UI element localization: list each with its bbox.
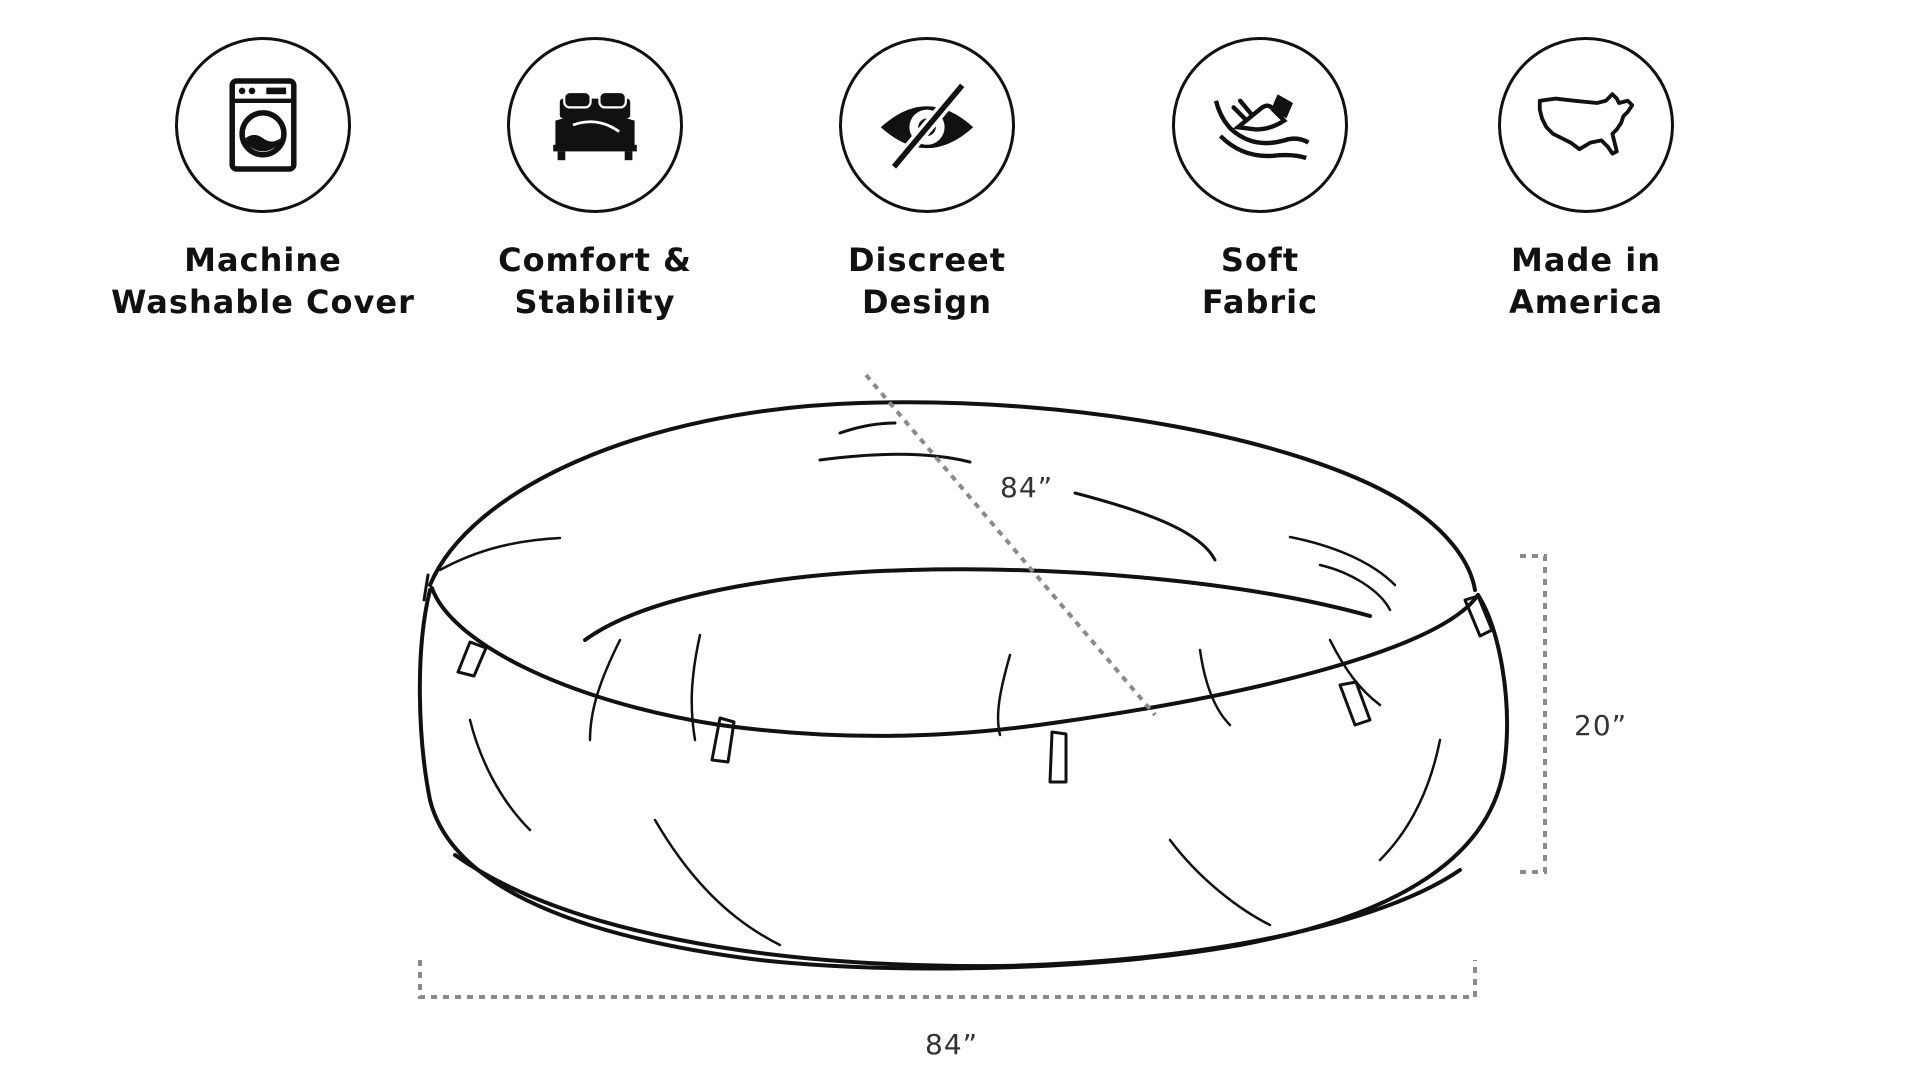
feature-machine-washable: Machine Washable Cover (103, 37, 423, 323)
eye-slash-icon (839, 37, 1015, 213)
feature-label-line2: Stability (514, 283, 676, 321)
feature-label-line1: Machine (184, 241, 342, 279)
feature-label: Made in America (1426, 239, 1746, 323)
feature-label: Machine Washable Cover (103, 239, 423, 323)
feature-label-line1: Made in (1511, 241, 1661, 279)
washing-machine-icon (175, 37, 351, 213)
product-dimension-diagram: 84” 20” 84” (417, 373, 1627, 1061)
height-dimension-line (1520, 554, 1547, 874)
feature-soft-fabric: Soft Fabric (1100, 37, 1420, 323)
feature-label-line1: Soft (1220, 241, 1300, 279)
feature-label-line1: Comfort & (498, 241, 692, 279)
feature-comfort-stability: Comfort & Stability (435, 37, 755, 323)
feature-made-in-america: Made in America (1426, 37, 1746, 323)
hand-fabric-icon (1172, 37, 1348, 213)
feature-label: Discreet Design (767, 239, 1087, 323)
feature-discreet-design: Discreet Design (767, 37, 1087, 323)
bean-bag-illustration (417, 400, 1509, 971)
bed-icon (507, 37, 683, 213)
dimension-lines (418, 373, 1547, 999)
width-dimension-line (418, 960, 1477, 999)
diagonal-dimension-line (864, 373, 1157, 717)
feature-label: Comfort & Stability (435, 239, 755, 323)
feature-label-line2: Fabric (1201, 283, 1319, 321)
diagonal-dimension-label: 84” (1000, 471, 1053, 504)
usa-map-icon (1498, 37, 1674, 213)
feature-label-line2: Design (862, 283, 992, 321)
feature-label-line1: Discreet (847, 241, 1007, 279)
height-dimension-label: 20” (1574, 709, 1627, 742)
feature-label: Soft Fabric (1100, 239, 1420, 323)
feature-label-line2: Washable Cover (111, 283, 415, 321)
feature-row: Machine Washable Cover Comfort & Stabili… (0, 0, 1920, 340)
width-dimension-label: 84” (925, 1028, 978, 1061)
feature-label-line2: America (1508, 283, 1664, 321)
